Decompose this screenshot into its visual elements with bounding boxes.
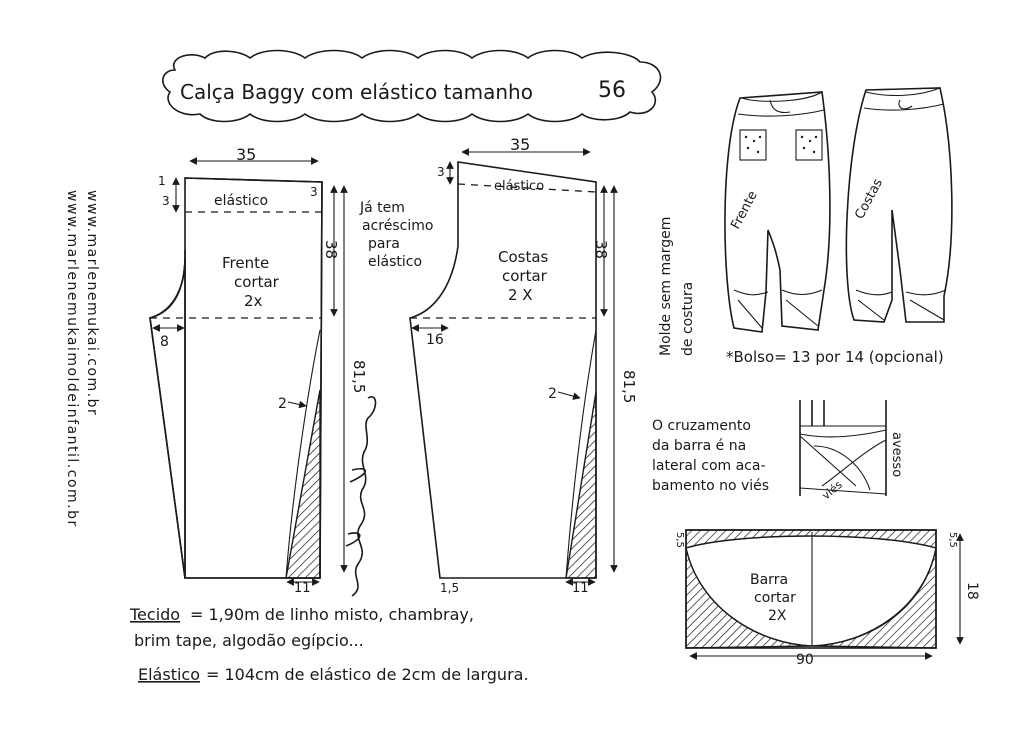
- front-elastic-label: elástico: [214, 193, 268, 209]
- hem-qty: 2X: [768, 608, 787, 624]
- illus-back-label: Costas: [852, 176, 886, 222]
- crossing-note-4: bamento no viés: [652, 478, 769, 494]
- pocket-note: *Bolso= 13 por 14 (opcional): [726, 348, 944, 366]
- front-length: 81,5: [350, 360, 368, 393]
- front-rise: 38: [322, 240, 340, 259]
- website-1: www.marlenemukai.com.br: [84, 190, 100, 417]
- fabric-label: Tecido: [129, 605, 180, 624]
- back-hem-dart: 11: [572, 581, 589, 596]
- front-qty: 2x: [244, 292, 263, 310]
- note-line-1: Já tem: [359, 200, 405, 216]
- crossing-note-2: da barra é na: [652, 438, 746, 454]
- title-size: 56: [598, 78, 626, 103]
- crossing-avesso: avesso: [889, 432, 904, 477]
- back-hem-left: 1,5: [440, 581, 459, 595]
- hem-name: Barra: [750, 572, 788, 588]
- title-cloud: Calça Baggy com elástico tamanho 56: [162, 49, 662, 123]
- front-width: 35: [236, 145, 256, 164]
- website-2: www.marlenemukaimoldeinfantil.com.br: [64, 190, 80, 528]
- fabric-text-2: brim tape, algodão egípcio...: [134, 631, 364, 650]
- back-cut: cortar: [502, 267, 548, 285]
- front-cut: cortar: [234, 273, 280, 291]
- hem-height: 18: [964, 582, 980, 600]
- hem-width: 90: [796, 652, 814, 668]
- back-qty: 2 X: [508, 286, 533, 304]
- note-line-4: elástico: [368, 254, 422, 270]
- front-side-dart: 2: [278, 396, 287, 412]
- back-waist-drop: 3: [437, 165, 445, 179]
- elastic-text: = 104cm de elástico de 2cm de largura.: [206, 665, 529, 684]
- crossing-note-1: O cruzamento: [652, 418, 751, 434]
- materials: Tecido = 1,90m de linho misto, chambray,…: [129, 605, 529, 684]
- illus-front-label: Frente: [728, 189, 760, 232]
- crossing-note-3: lateral com aca-: [652, 458, 766, 474]
- note-line-2: acréscimo: [362, 218, 433, 234]
- elastic-label: Elástico: [138, 665, 200, 684]
- title-text: Calça Baggy com elástico tamanho: [180, 80, 533, 104]
- back-name: Costas: [498, 248, 549, 266]
- elastic-note: Já tem acréscimo para elástico: [359, 200, 433, 270]
- no-seam-note-1: Molde sem margem: [658, 217, 674, 356]
- front-elastic-height: 3: [162, 194, 170, 208]
- front-elastic-height-right: 3: [310, 185, 318, 199]
- back-crotch: 16: [426, 332, 444, 348]
- crossing-vies: viés: [820, 478, 845, 502]
- note-line-3: para: [368, 236, 400, 252]
- front-name: Frente: [222, 254, 269, 272]
- hem-side-right: 5,5: [947, 532, 958, 548]
- hem-piece: Barra cortar 2X 90 18 5,5 5,5: [674, 529, 980, 668]
- no-seam-note-2: de costura: [680, 282, 696, 356]
- front-waist-drop: 1: [158, 174, 166, 188]
- back-side-dart: 2: [548, 386, 557, 402]
- hem-side-left: 5,5: [674, 532, 685, 548]
- front-hem-dart: 11: [294, 581, 311, 596]
- back-pattern: 35 3 elástico 38 81,5 16 2 1,5 11 Costas…: [409, 135, 638, 596]
- back-rise: 38: [592, 240, 610, 259]
- front-crotch: 8: [160, 334, 169, 350]
- front-pattern: 35 1 3 3 elástico 38 81,5 8 2 11 Frente …: [149, 145, 368, 596]
- signature: [345, 396, 377, 597]
- crossing-detail: O cruzamento da barra é na lateral com a…: [652, 400, 904, 502]
- hem-cut: cortar: [754, 590, 796, 606]
- back-width: 35: [510, 135, 530, 154]
- back-length: 81,5: [620, 370, 638, 403]
- garment-illustration: Frente Costas Molde sem margem de costur…: [658, 87, 953, 366]
- back-elastic-label: elástico: [494, 179, 544, 194]
- fabric-text: = 1,90m de linho misto, chambray,: [190, 605, 474, 624]
